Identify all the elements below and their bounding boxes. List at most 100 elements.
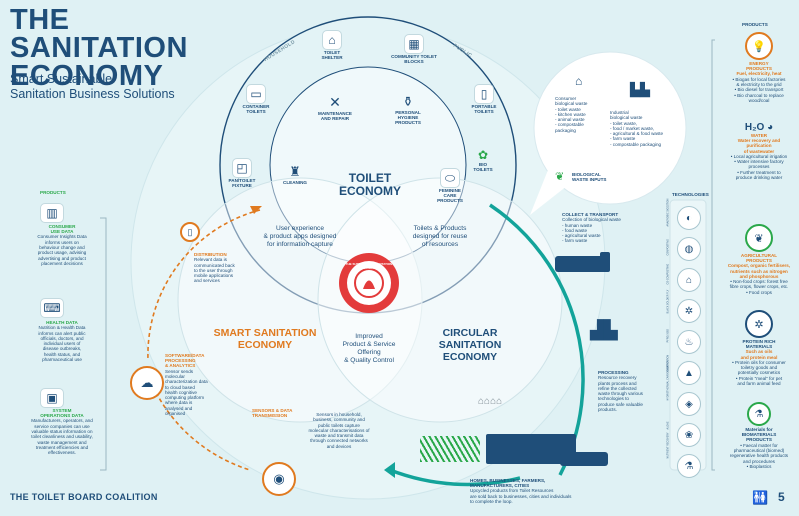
- container-toilet-icon: ▭: [246, 84, 266, 104]
- processing-text: refine the collected: [598, 385, 637, 391]
- product-text: toilet cleanliness and usability,: [31, 434, 93, 440]
- item-label: TOILETS: [246, 109, 266, 115]
- technologies-labels: ANAEROBIC DIGESTION COMPOSTING CO-COMPOS…: [662, 199, 674, 467]
- product-text: placement decisions: [41, 260, 83, 266]
- product-title: PROTEIN RICH: [742, 339, 776, 344]
- plant-icon: ▟▙: [590, 320, 618, 340]
- step-title: DISTRIBUTION: [194, 252, 227, 257]
- text-line: of resources: [421, 241, 459, 248]
- step-title: TRANSMISSION: [252, 413, 288, 419]
- item-label: TOILET: [323, 50, 341, 55]
- flask-icon: ⚗: [747, 402, 771, 426]
- item-label: PORTABLE: [471, 104, 497, 109]
- step-text: public toilets capture: [318, 422, 360, 428]
- technologies-list: ◐ ◍ ⌂ ✲ ♨ ▲ ◈ ❀ ⚗: [677, 206, 701, 478]
- processing: PROCESSING Resource recovery plants proc…: [598, 370, 668, 412]
- product-title: BIOMATERIALS: [741, 432, 777, 438]
- product-text: processes: [748, 164, 770, 170]
- processing-text: Resource recovery: [598, 375, 637, 381]
- step-text: and devices: [326, 443, 352, 449]
- item-label: CARE: [443, 193, 457, 199]
- collect-text: - food waste: [562, 227, 588, 233]
- waste-item: packaging: [555, 127, 576, 133]
- product-text: pharmaceutical use: [42, 356, 82, 362]
- product-text: advertising and product: [38, 255, 86, 261]
- product-text: • Bio charcoal to replace: [734, 92, 784, 98]
- item-label: BLOCKS: [404, 59, 424, 65]
- label-line: TOILET: [348, 171, 392, 185]
- product-sub: Compost, organic fertilisers,: [727, 263, 791, 269]
- venn-right-text: Toilets & Products designed for reuse of…: [390, 225, 490, 249]
- product-text: toiletry goods and: [740, 365, 778, 371]
- processing-title: PROCESSING: [598, 370, 629, 375]
- product-text: and procedures: [743, 458, 775, 464]
- step-sensors-text: Sensors in household, business, communit…: [290, 412, 388, 449]
- step-text: molecular: [165, 373, 185, 379]
- waste-title: Consumer: [555, 96, 577, 101]
- product-sub: nutrients such as nitrogen: [730, 268, 788, 274]
- smart-venn-circle: [177, 177, 423, 423]
- subtitle-line: Sanitation Business Solutions: [10, 87, 175, 101]
- label-line: SMART SANITATION: [213, 327, 317, 339]
- houses-icon: ⌂⌂⌂⌂: [478, 396, 503, 407]
- tech-label: HYDROTHERMAL CARBONISATION: [666, 360, 670, 401]
- item-label: SHELTER: [321, 55, 343, 61]
- processing-text: waste through various: [598, 391, 643, 397]
- processing-text: technologies to: [598, 396, 629, 402]
- step-text: Relevant data is: [194, 257, 227, 263]
- text-line: & product apps designed: [263, 233, 337, 240]
- bubble-tail: [530, 170, 572, 215]
- product-text: & electricity to the grid: [736, 81, 782, 87]
- circular-economy-label: CIRCULAR SANITATION ECONOMY: [410, 327, 530, 363]
- product-text: health status, and: [43, 351, 81, 357]
- product-text: Consumer Insights Data: [37, 234, 87, 240]
- step-title: SENSORS & DATA: [252, 408, 293, 413]
- subtitle-line: Smart Sustainable: [10, 72, 113, 86]
- homes-text: Upcycled products from Toilet Resources: [470, 488, 554, 494]
- collect-text: - human waste: [562, 222, 593, 228]
- text-line: for information capture: [267, 241, 333, 248]
- product-text: • Local agricultural irrigation: [730, 153, 788, 159]
- product-text: informs users on: [45, 239, 79, 245]
- tech-label: BLACK SOLDIER FLY: [666, 289, 670, 314]
- collect-transport: COLLECT & TRANSPORT Collection of biolog…: [562, 212, 642, 244]
- product-title: CONSUMER: [48, 224, 76, 229]
- item-label: PRODUCTS: [395, 120, 421, 126]
- waste-item: - compostable: [555, 122, 584, 128]
- product-text: service companies can use: [34, 423, 90, 429]
- product-text: • Protein oils for consumer: [732, 359, 786, 365]
- plant-icon: ❦: [745, 224, 773, 252]
- truck-icon: [555, 256, 607, 272]
- step-distribution: DISTRIBUTION Relevant data is communicat…: [194, 252, 254, 284]
- product-text: • Bioplastics: [746, 463, 772, 469]
- consumer-waste: Consumer biological waste - toilet waste…: [555, 96, 610, 133]
- product-text: waste management and: [37, 439, 87, 445]
- product-text: • Water intensive factory: [734, 159, 784, 165]
- product-text: behaviour change and: [39, 245, 85, 250]
- label-line: WASTE INPUTS: [572, 177, 607, 183]
- footer-org: THE TOILET BOARD COALITION: [10, 492, 158, 502]
- item-label: FIXTURE: [232, 183, 252, 189]
- text-line: Product & Service: [342, 341, 396, 348]
- toilet-fixture-icon: ◰: [232, 158, 252, 178]
- waste-title: biological waste: [610, 115, 643, 121]
- step-text: communicated back: [194, 262, 235, 268]
- monitor-icon: ▣: [40, 388, 64, 408]
- item-label: PERSONAL: [395, 110, 421, 115]
- circular-arrowhead: [384, 462, 395, 478]
- spray-icon: ♜: [289, 164, 301, 179]
- waste-title: Industrial: [610, 110, 629, 115]
- seal-drop: [363, 280, 375, 289]
- product-title: PRODUCTS: [746, 66, 772, 72]
- tech-black-soldier-fly-icon: ✲: [677, 299, 701, 323]
- item-label: CONTAINER: [242, 104, 270, 109]
- product-text: • Bio diesel for transport: [734, 87, 784, 93]
- step-text: characterization data: [165, 379, 208, 385]
- collect-title: COLLECT & TRANSPORT: [562, 212, 619, 217]
- tech-label: ALGAE: [666, 421, 670, 430]
- toilet-block-icon: ▦: [404, 34, 424, 54]
- step-text: organised: [165, 410, 186, 416]
- item-label: MAINTENANCE: [318, 111, 352, 116]
